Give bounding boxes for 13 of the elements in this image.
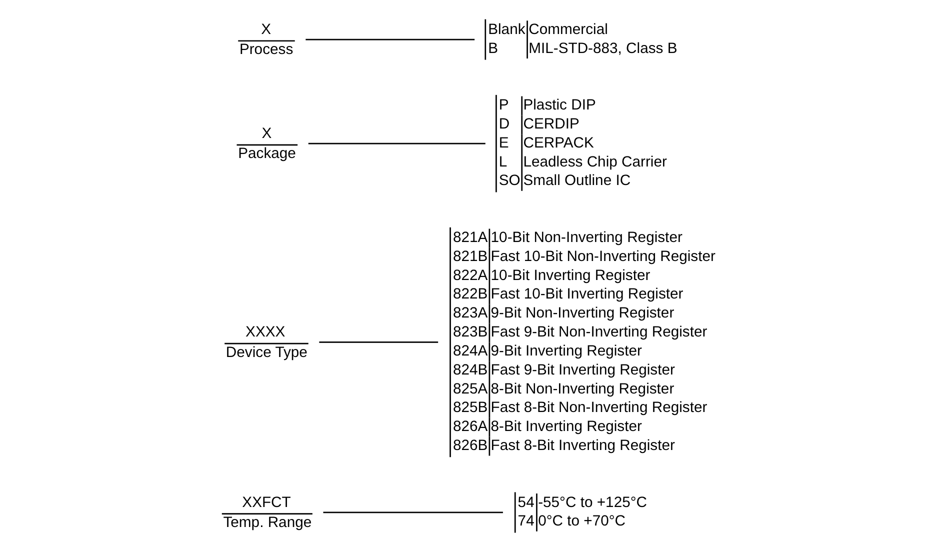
connector: [306, 38, 475, 40]
connector: [323, 512, 503, 514]
node-text: XXXX Device Type: [226, 324, 308, 361]
node-label: 0°C to +70°C: [538, 514, 626, 530]
node-text: XXFCT Temp. Range: [223, 494, 312, 532]
node-label: -55°C to +125°C: [538, 494, 648, 511]
node-text: 821A 10-Bit Non-Inverting Register 821B Fast 10-Bit Non-Inverting Register 822A 10-Bit Inverting Register 822B Fast 10-Bit Inverting Register 823A 9-Bit Non-Inverting Register 823B Fast 9-Bit Non-Inverting Register 824A 9-Bit Inverting Register 824B Fast 9-Bit Inverting Register 825A 8-Bit Non-Inverting Register 825B Fast 8-Bit Non-Inverting Register 826A 8-Bit Inverting Register 826B Fast 8-Bit Inverting Register: [452, 230, 716, 454]
connector: [308, 142, 486, 144]
node-text: X Package: [238, 126, 296, 162]
node-text: X Process: [239, 22, 294, 58]
connector: [319, 342, 438, 343]
node-text: P Plastic DIP D CERDIP E CERPACK L Leadless Chip Carrier SO Small Outline IC: [498, 98, 667, 190]
node-text: Blank Commercial B MIL-STD-883, Class B: [488, 22, 678, 57]
